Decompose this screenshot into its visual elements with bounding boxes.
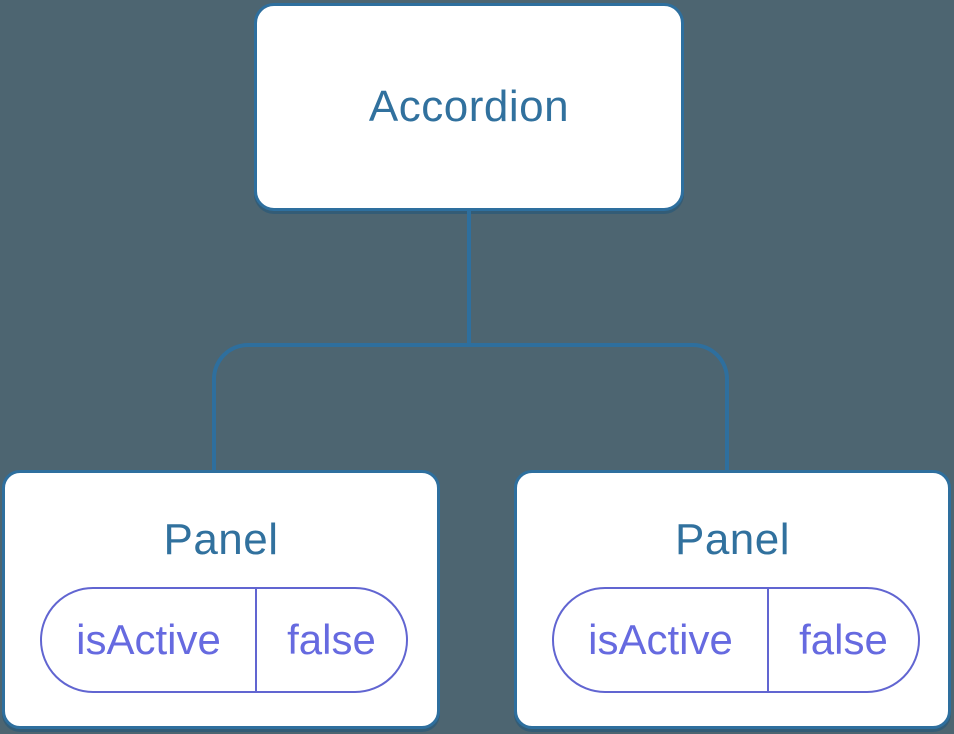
panel-node-left: Panel isActive false xyxy=(2,470,440,729)
state-pill: isActive false xyxy=(40,587,408,693)
state-value: false xyxy=(287,616,376,663)
panel-node-label: Panel xyxy=(674,515,791,564)
panel-node-right: Panel isActive false xyxy=(514,470,951,729)
accordion-node-label: Accordion xyxy=(368,82,570,131)
accordion-node: Accordion xyxy=(254,3,684,211)
state-key: isActive xyxy=(554,589,769,691)
panel-node-label: Panel xyxy=(163,515,279,564)
tree-connector-stem xyxy=(467,211,471,345)
state-key: isActive xyxy=(42,589,257,691)
state-value: false xyxy=(799,616,888,663)
tree-connector-bracket xyxy=(212,343,729,470)
state-pill: isActive false xyxy=(552,587,920,693)
